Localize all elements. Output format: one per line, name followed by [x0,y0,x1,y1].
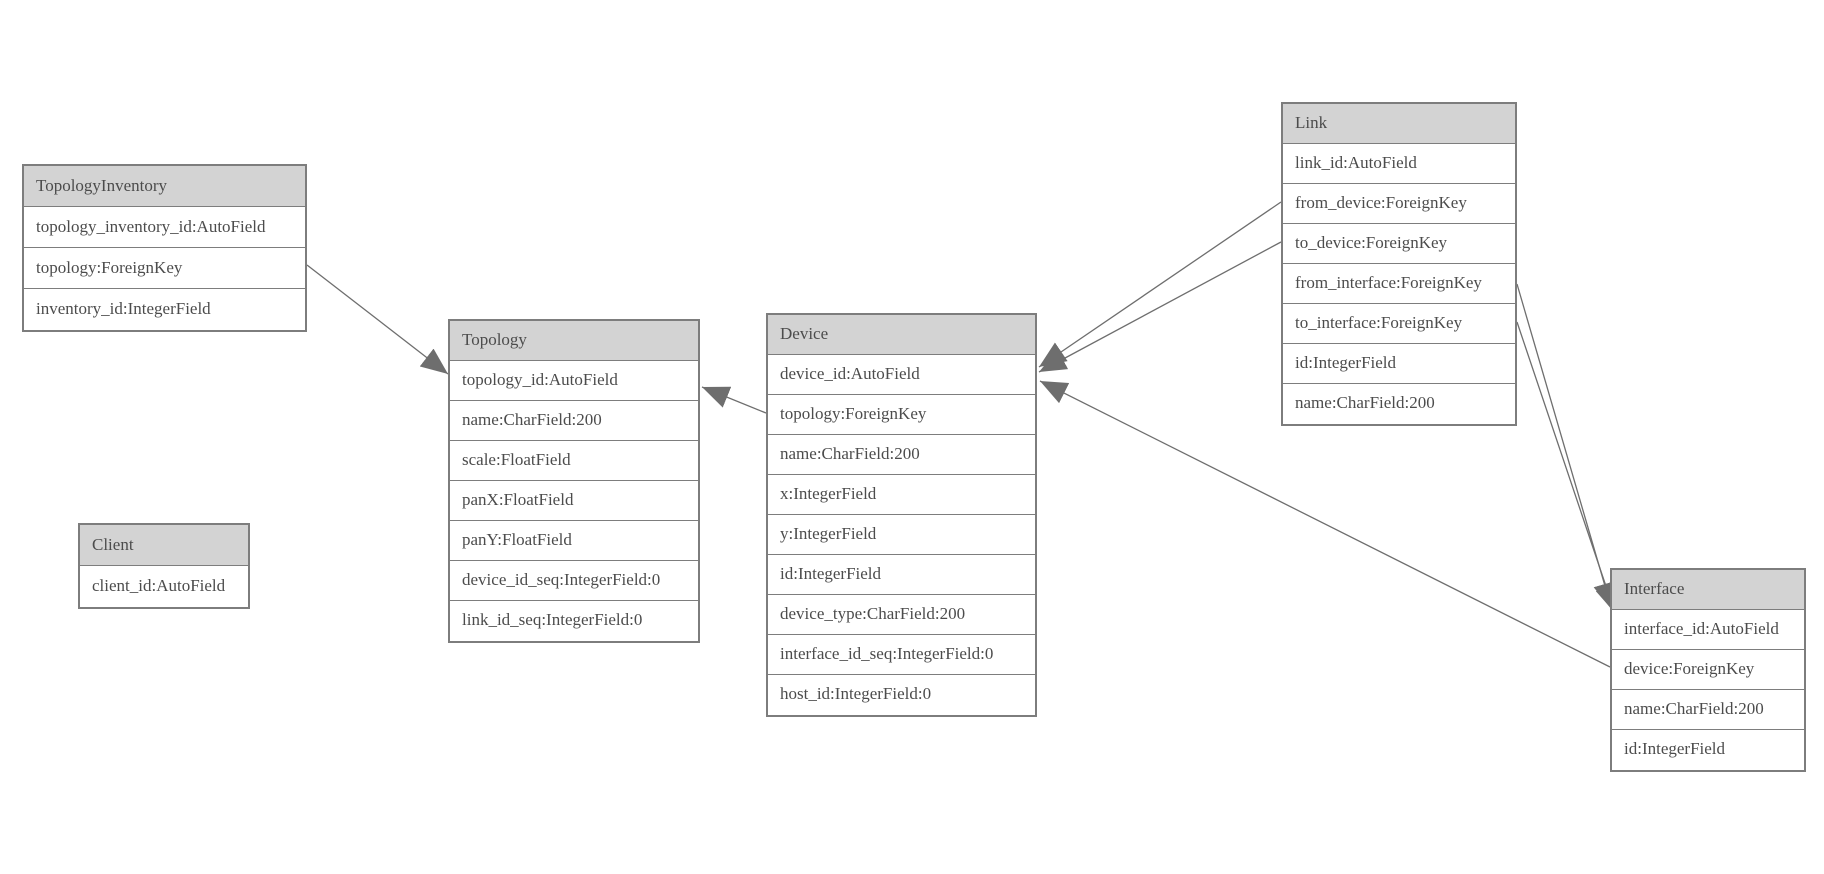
entity-title: Client [80,525,248,566]
entity-field-row: interface_id_seq:IntegerField:0 [768,635,1035,675]
entity-field-row: from_device:ForeignKey [1283,184,1515,224]
entity-field-row: x:IntegerField [768,475,1035,515]
entity-field-row: device_id_seq:IntegerField:0 [450,561,698,601]
entity-title: Link [1283,104,1515,144]
relationship-edge [1516,283,1616,611]
entity-field-row: topology_id:AutoField [450,361,698,401]
relationship-edge [1516,321,1618,614]
relationship-edge [1038,201,1282,368]
relationship-edge [306,264,449,375]
entity-field-row: interface_id:AutoField [1612,610,1804,650]
entity-field-row: link_id_seq:IntegerField:0 [450,601,698,641]
entity-field-row: id:IntegerField [1612,730,1804,770]
entity-field-row: client_id:AutoField [80,566,248,607]
entity-field-row: link_id:AutoField [1283,144,1515,184]
entity-title: TopologyInventory [24,166,305,207]
entity-field-row: to_device:ForeignKey [1283,224,1515,264]
entity-field-row: topology:ForeignKey [768,395,1035,435]
entity-field-row: name:CharField:200 [450,401,698,441]
entity-field-row: panY:FloatField [450,521,698,561]
entity-field-row: name:CharField:200 [1612,690,1804,730]
entity-field-row: panX:FloatField [450,481,698,521]
entity-field-row: host_id:IntegerField:0 [768,675,1035,715]
entity-field-row: id:IntegerField [1283,344,1515,384]
entity-field-row: name:CharField:200 [768,435,1035,475]
entity-field-row: from_interface:ForeignKey [1283,264,1515,304]
entity-field-row: device_type:CharField:200 [768,595,1035,635]
entity-field-row: device:ForeignKey [1612,650,1804,690]
entity-field-row: y:IntegerField [768,515,1035,555]
relationship-edge [701,386,767,414]
entity-field-row: to_interface:ForeignKey [1283,304,1515,344]
entity-field-row: device_id:AutoField [768,355,1035,395]
entity-field-row: topology_inventory_id:AutoField [24,207,305,248]
entity-title: Topology [450,321,698,361]
entity-title: Device [768,315,1035,355]
entity-field-row: scale:FloatField [450,441,698,481]
relationship-edge [1038,241,1282,373]
entity-field-row: id:IntegerField [768,555,1035,595]
entity-title: Interface [1612,570,1804,610]
entity-field-row: topology:ForeignKey [24,248,305,289]
entity-field-row: inventory_id:IntegerField [24,289,305,330]
entity-field-row: name:CharField:200 [1283,384,1515,424]
